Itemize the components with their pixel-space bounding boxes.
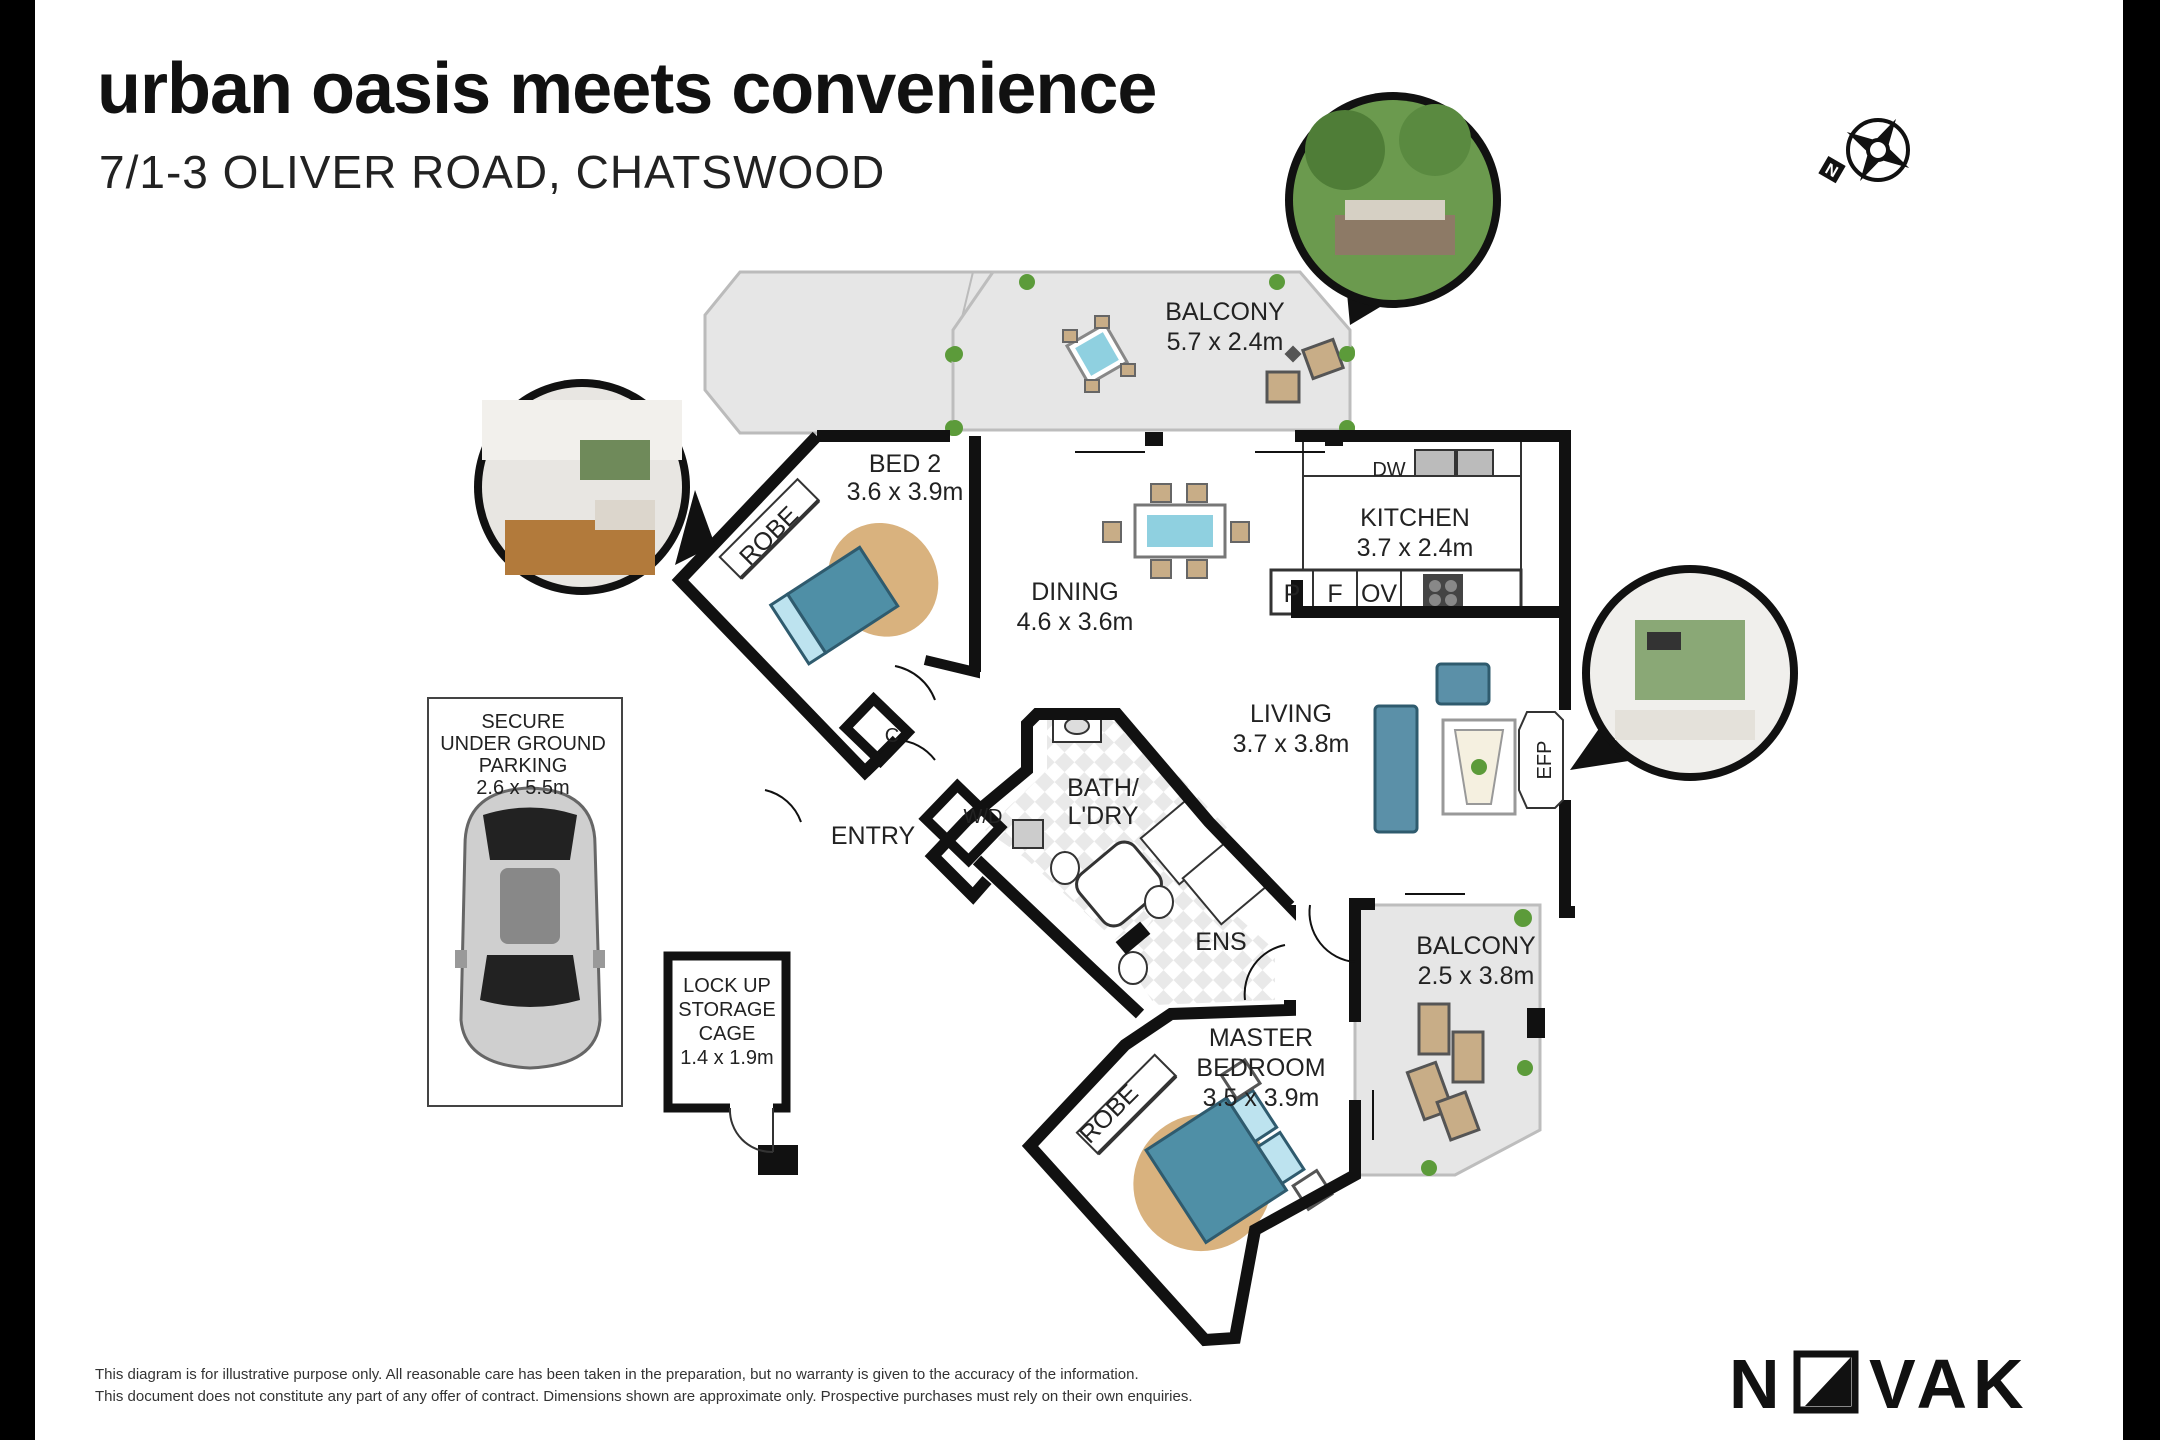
walls (671, 430, 1575, 1347)
master-line1: MASTER (1209, 1024, 1313, 1052)
novak-logo: N VAK (1729, 1345, 2030, 1420)
cupboard-label: C (885, 725, 899, 747)
ens-label: ENS (1195, 928, 1246, 956)
master-size: 3.5 x 3.9m (1203, 1084, 1320, 1112)
efp-label: EFP (1534, 741, 1556, 780)
balcony-top-size: 5.7 x 2.4m (1167, 328, 1284, 356)
floor-plan-diagram: N (427, 92, 1910, 1347)
storage-line2: STORAGE (678, 999, 775, 1021)
wall-details (758, 432, 1465, 1175)
wd-label: W/D (964, 806, 1003, 828)
room-labels: BALCONY 5.7 x 2.4m BED 2 3.6 x 3.9m ROBE… (440, 298, 1556, 1149)
robe-bed2 (718, 477, 821, 580)
balcony-side-size: 2.5 x 3.8m (1418, 962, 1535, 990)
kitchen-oven-label: OV (1361, 580, 1397, 608)
page-title: urban oasis meets convenience (97, 49, 1157, 129)
fireplace (1518, 711, 1564, 809)
living-furniture (1373, 662, 1517, 834)
bath-line1: BATH/ (1067, 774, 1139, 802)
bedroom-photo-bubble (474, 379, 715, 595)
storage-size: 1.4 x 1.9m (680, 1047, 773, 1069)
property-address: 7/1-3 OLIVER ROAD, CHATSWOOD (99, 146, 886, 198)
balcony-side-furniture (1405, 909, 1545, 1176)
living-size: 3.7 x 3.8m (1233, 730, 1350, 758)
balcony-top-name: BALCONY (1165, 298, 1285, 326)
kitchen-name: KITCHEN (1360, 504, 1470, 532)
dining-table (1102, 483, 1250, 579)
entry-label: ENTRY (831, 822, 916, 850)
disclaimer-line1: This diagram is for illustrative purpose… (95, 1366, 1139, 1383)
dining-name: DINING (1031, 578, 1119, 606)
car-icon (455, 786, 605, 1070)
brand-mark-icon (1793, 1350, 1859, 1414)
parking-space (427, 697, 623, 1107)
kitchen-area (1269, 439, 1523, 616)
master-bed-furniture (1133, 1057, 1334, 1252)
parking-line3: PARKING (479, 755, 568, 777)
living-photo-bubble (1570, 565, 1798, 781)
disclaimer: This diagram is for illustrative purpose… (95, 1364, 1193, 1408)
disclaimer-line2: This document does not constitute any pa… (95, 1388, 1193, 1405)
compass-icon: N (1818, 118, 1910, 184)
kitchen-dw-label: DW (1372, 459, 1405, 481)
robe-master (1075, 1053, 1178, 1156)
floor-plan-sheet: urban oasis meets convenience 7/1-3 OLIV… (35, 0, 2123, 1440)
kitchen-pantry-label: P (1284, 580, 1301, 608)
balcony-side-name: BALCONY (1416, 932, 1536, 960)
kitchen-fridge-label: F (1327, 580, 1342, 608)
balcony-photo-bubble (1285, 92, 1501, 325)
parking-size: 2.6 x 5.5m (476, 777, 569, 799)
storage-cage (663, 951, 791, 1154)
parking-line1: SECURE (481, 711, 564, 733)
kitchen-size: 3.7 x 2.4m (1357, 534, 1474, 562)
living-name: LIVING (1250, 700, 1332, 728)
master-line2: BEDROOM (1196, 1054, 1325, 1082)
bed2-size: 3.6 x 3.9m (847, 478, 964, 506)
bed2-furniture (768, 522, 939, 666)
storage-line1: LOCK UP (683, 975, 771, 997)
storage-line3: CAGE (699, 1023, 756, 1045)
brand-letter-n: N (1729, 1345, 1786, 1420)
dining-size: 4.6 x 3.6m (1017, 608, 1134, 636)
brand-letters-vak: VAK (1869, 1345, 2030, 1420)
bed2-name: BED 2 (869, 450, 941, 478)
bath-line2: L'DRY (1067, 802, 1138, 830)
parking-line2: UNDER GROUND (440, 733, 606, 755)
